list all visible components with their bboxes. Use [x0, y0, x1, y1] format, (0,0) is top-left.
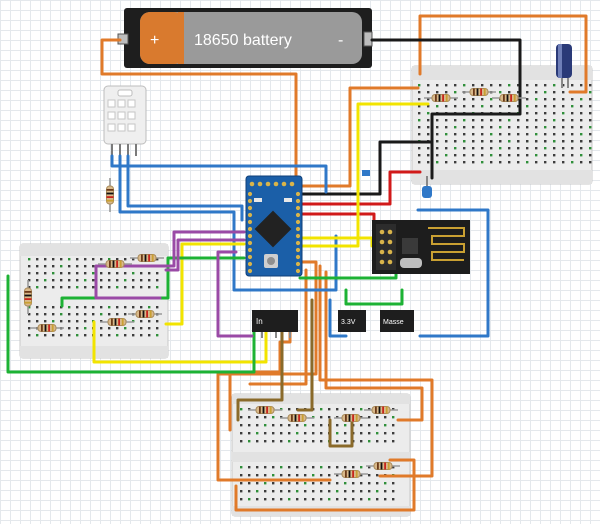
- wire-yellow-left-2: [92, 320, 268, 364]
- resistor: [462, 88, 496, 96]
- resistor: [106, 178, 114, 212]
- wire-orange-top-loop: [418, 14, 588, 94]
- wire-black-gnd: [298, 140, 434, 196]
- wire-yellow-left-1: [164, 242, 246, 326]
- wires: [6, 14, 588, 512]
- resistor: [424, 94, 458, 102]
- battery-plus-label: +: [150, 32, 159, 49]
- wire-blue-radio-masse: [416, 208, 490, 338]
- wire-purple-2: [164, 238, 246, 272]
- battery-18650: + 18650 battery -: [117, 8, 373, 68]
- wire-green-left: [6, 274, 256, 374]
- resistor: [366, 462, 400, 470]
- in-module: In: [252, 310, 298, 338]
- wire-orange-bottom-2: [248, 268, 308, 386]
- nrf24-radio-module: [372, 220, 470, 274]
- resistor: [248, 406, 282, 414]
- wire-yellow-top: [298, 102, 430, 248]
- resistors: [24, 88, 526, 478]
- wire-brown-2: [236, 328, 284, 422]
- resistor: [280, 414, 314, 422]
- resistor: [130, 254, 164, 262]
- wire-orange-bottom-1: [216, 260, 332, 482]
- wire-red-vcc: [298, 170, 422, 206]
- battery-minus-label: -: [338, 32, 343, 49]
- resistor: [100, 318, 134, 326]
- breadboard-top-right: [411, 65, 593, 185]
- battery-name-label: 18650 battery: [194, 32, 292, 49]
- resistor: [492, 94, 526, 102]
- connector-small: [362, 170, 370, 176]
- wire-orange-battery: [100, 38, 298, 188]
- v33-module: 3.3V: [338, 310, 366, 332]
- wire-purple-3: [216, 250, 254, 338]
- breadboard-left: [19, 243, 169, 359]
- wire-brown-3: [328, 418, 354, 448]
- masse-module-label: Masse: [383, 319, 404, 326]
- wire-blue-dht-3: [126, 154, 244, 222]
- resistor: [334, 414, 368, 422]
- resistor: [364, 406, 398, 414]
- wire-red-radio: [298, 212, 376, 238]
- wire-green-left-2: [60, 256, 246, 308]
- resistor: [98, 260, 132, 268]
- wire-orange-bottom-4: [324, 270, 424, 422]
- wire-orange-bottom-5: [234, 458, 416, 512]
- v33-module-label: 3.3V: [341, 319, 356, 326]
- wire-black-battery-neg: [370, 38, 522, 90]
- masse-module: Masse: [380, 310, 414, 332]
- dht-sensor: [103, 85, 147, 156]
- resistor: [30, 324, 64, 332]
- wire-black-cap: [430, 86, 522, 180]
- wire-purple-1: [94, 230, 246, 300]
- wire-orange-in-module: [228, 328, 292, 432]
- electrolytic-capacitor: [556, 44, 572, 88]
- wire-blue-dht-1: [110, 154, 328, 194]
- resistor: [128, 310, 162, 318]
- small-diode: [422, 176, 432, 198]
- resistor: [334, 470, 368, 478]
- in-module-label: In: [256, 317, 263, 326]
- wire-green-modules: [344, 288, 404, 306]
- arduino-pro-mini: [245, 175, 303, 277]
- wire-brown-1: [296, 298, 314, 412]
- resistor: [24, 280, 32, 314]
- wire-blue-3v3: [328, 298, 348, 338]
